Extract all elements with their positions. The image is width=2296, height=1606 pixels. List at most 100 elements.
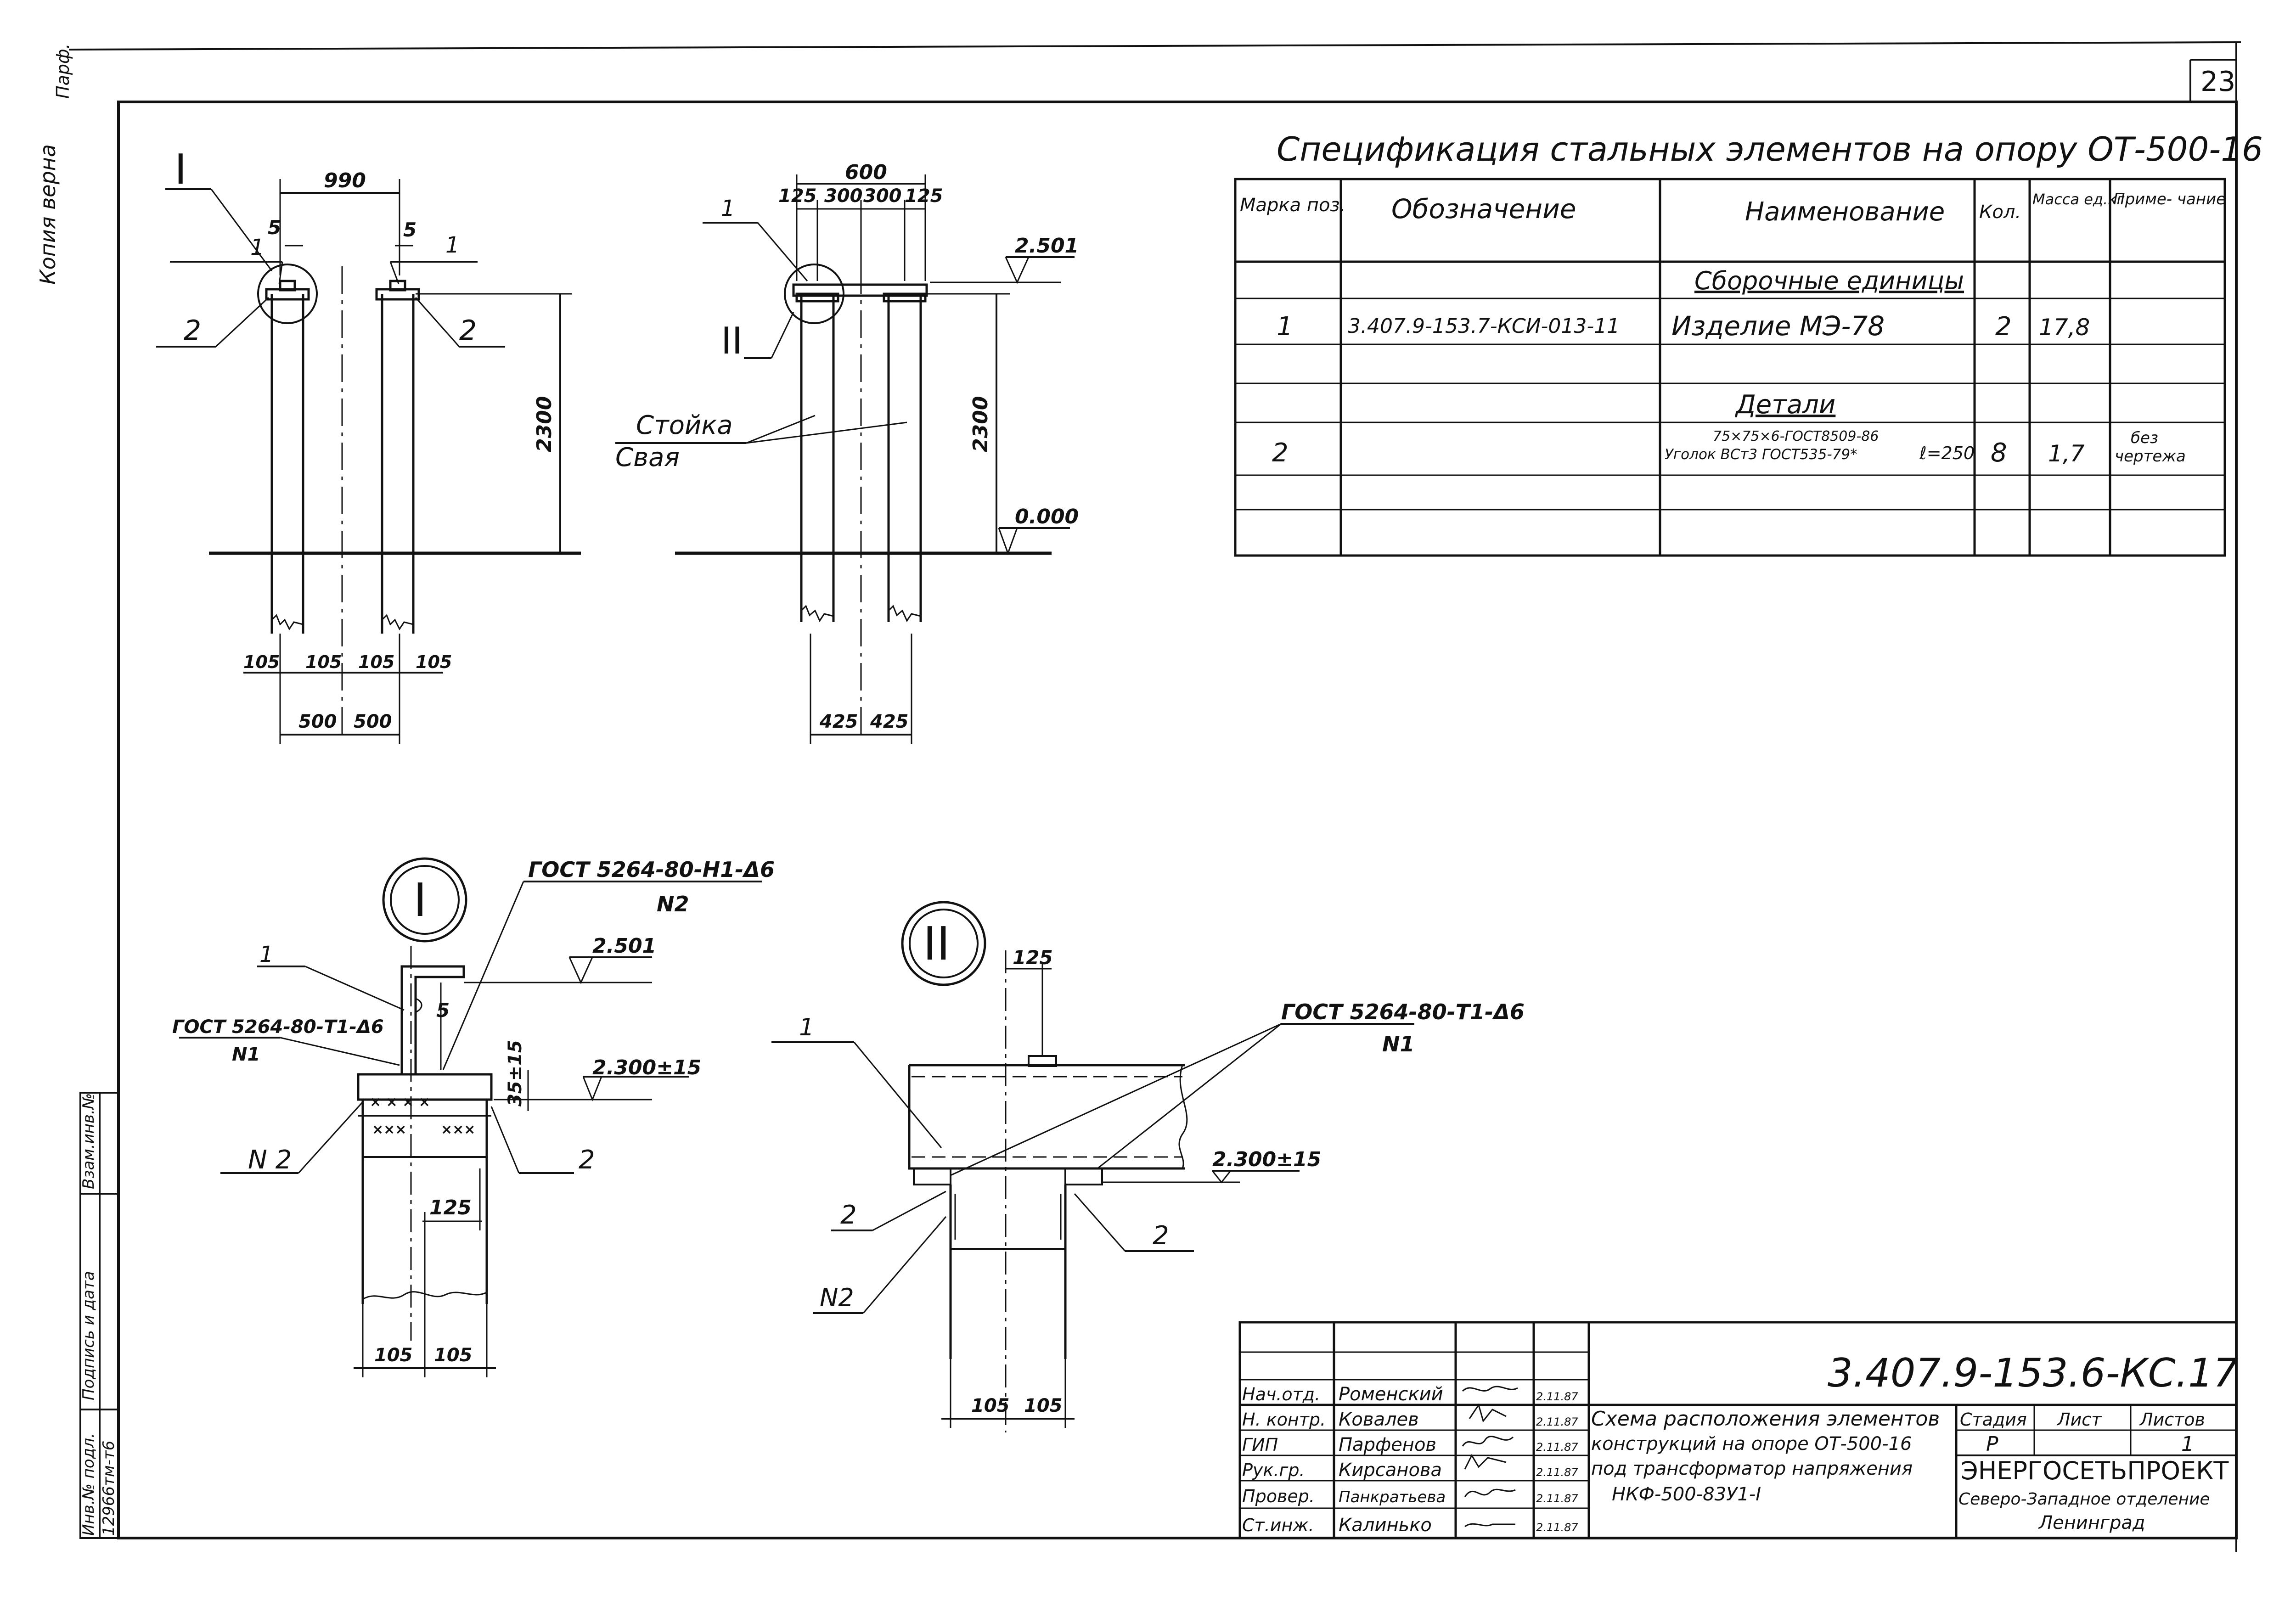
front-dim-105-c: 105 (358, 652, 394, 672)
inv-value: 12966тм-т6 (100, 1441, 118, 1536)
detail-II-pos2-left: 2 (840, 1200, 857, 1230)
tb-sheets: 1 (2181, 1432, 2194, 1456)
spec-header-designation: Обозначение (1391, 193, 1576, 225)
tb-signatures (1462, 1386, 1518, 1527)
front-dim-105-d: 105 (416, 652, 452, 672)
side-dim-600: 600 (845, 161, 887, 184)
spec-row1-qty: 2 (1995, 312, 2012, 342)
spec-row1-mark: 1 (1277, 312, 1293, 342)
sheet-frame (68, 41, 2241, 1552)
spec-row2-note-bottom: чертежа (2115, 447, 2186, 466)
detail-I-level-2300: 2.300±15 (592, 1056, 701, 1079)
tb-date-5: 2.11.87 (1536, 1521, 1578, 1534)
detail-II-weld-code: ГОСТ 5264-80-Т1-Δ6 (1281, 1000, 1525, 1024)
spec-row2-note-top: без (2131, 429, 2158, 447)
detail-II-dim-105-b: 105 (1024, 1395, 1063, 1416)
tb-org-branch: Северо-Западное отделение (1958, 1490, 2210, 1509)
tb-date-0: 2.11.87 (1536, 1390, 1578, 1403)
side-stamp-table (79, 1092, 119, 1539)
detail-I (179, 857, 762, 1377)
front-mark-I: I (174, 146, 187, 194)
detail-II (771, 901, 1414, 1432)
spec-section-assembly: Сборочные единицы (1694, 266, 1964, 295)
detail-I-pos1: 1 (259, 942, 274, 967)
detail-I-n2: N 2 (248, 1145, 292, 1175)
front-dim-500-b: 500 (354, 711, 392, 732)
tb-org-name: ЭНЕРГОСЕТЬПРОЕКТ (1961, 1456, 2229, 1485)
tb-date-1: 2.11.87 (1536, 1415, 1578, 1428)
tb-stage: Р (1986, 1432, 1998, 1456)
side-level-zero: 0.000 (1015, 505, 1079, 528)
detail-I-dim-105-a: 105 (374, 1345, 413, 1366)
detail-II-pos1: 1 (799, 1014, 814, 1041)
tb-date-2: 2.11.87 (1536, 1441, 1578, 1454)
front-pos2-right: 2 (459, 314, 477, 347)
front-pos2-left: 2 (184, 314, 201, 347)
front-dim-990: 990 (324, 169, 366, 192)
spec-title: Спецификация стальных элементов на опору… (1277, 130, 2263, 168)
side-label-post: Стойка (636, 410, 733, 440)
front-dim-5-left: 5 (268, 216, 281, 239)
front-dim-105-a: 105 (243, 652, 280, 672)
spec-header-note: Приме- чание (2113, 190, 2226, 208)
front-pos1-right: 1 (445, 232, 460, 258)
tb-role-4: Провер. (1242, 1486, 1315, 1506)
tb-desc-3: НКФ-500-83У1-I (1612, 1484, 1761, 1505)
spec-row1-designation: 3.407.9-153.7-КСИ-013-11 (1348, 314, 1620, 338)
front-pos1-left: 1 (250, 235, 264, 260)
spec-header-mark: Марка поз. (1240, 195, 1345, 216)
tb-name-2: Парфенов (1339, 1434, 1436, 1455)
spec-row2-mark: 2 (1272, 438, 1289, 468)
side-mark-II: II (721, 320, 743, 362)
signature-date-label: Подпись и дата (79, 1271, 98, 1400)
front-view (156, 179, 581, 744)
detail-I-weld-n1-code: ГОСТ 5264-80-Т1-Δ6 (172, 1016, 384, 1038)
side-dim-125-b: 125 (905, 185, 943, 207)
detail-I-dim-125: 125 (429, 1196, 472, 1219)
tb-desc-0: Схема расположения элементов (1591, 1407, 1940, 1431)
detail-II-n2: N2 (820, 1283, 854, 1312)
detail-II-mark: II (923, 917, 950, 971)
tb-sheet-label: Лист (2056, 1409, 2102, 1430)
svg-text:×××: ××× (372, 1122, 406, 1138)
detail-II-dim-105-a: 105 (971, 1395, 1010, 1416)
tb-name-3: Кирсанова (1339, 1460, 1442, 1481)
tb-role-1: Н. контр. (1242, 1409, 1326, 1430)
detail-II-level-2300: 2.300±15 (1212, 1148, 1321, 1171)
tb-role-5: Ст.инж. (1242, 1515, 1314, 1535)
tb-desc-2: под трансформатор напряжения (1591, 1458, 1913, 1479)
tb-role-2: ГИП (1242, 1435, 1278, 1455)
front-dim-105-b: 105 (305, 652, 342, 672)
side-pos1: 1 (721, 196, 735, 221)
spec-row2-qty: 8 (1991, 438, 2007, 468)
detail-II-weld-no: N1 (1382, 1032, 1415, 1056)
tb-name-5: Калинько (1339, 1515, 1432, 1536)
page-number: 23 (2200, 66, 2235, 98)
tb-role-3: Рук.гр. (1242, 1460, 1305, 1480)
side-dim-300-a: 300 (824, 185, 863, 207)
svg-text:×××: ××× (441, 1122, 475, 1138)
detail-I-weld-n2-code: ГОСТ 5264-80-Н1-Δ6 (528, 857, 775, 882)
title-block-grid (1238, 1321, 2238, 1539)
tb-name-1: Ковалев (1339, 1409, 1419, 1430)
detail-II-dim-125: 125 (1013, 946, 1053, 969)
tb-name-4: Панкратьева (1339, 1488, 1446, 1506)
detail-I-mark: I (413, 873, 427, 927)
copy-stamp: Копия верна (35, 144, 60, 285)
tb-stage-label: Стадия (1960, 1409, 2027, 1430)
detail-I-dim-35: 35±15 (505, 1040, 526, 1106)
side-dim-425-b: 425 (870, 711, 909, 732)
spec-header-mass: Масса ед.кг (2032, 191, 2125, 208)
detail-I-pos2: 2 (579, 1145, 595, 1175)
spec-header-qty: Кол. (1979, 202, 2021, 223)
front-dim-2300: 2300 (533, 396, 556, 452)
side-label-pile: Свая (615, 443, 680, 472)
side-dim-425-a: 425 (819, 711, 858, 732)
side-dim-2300: 2300 (969, 396, 992, 452)
inv-original-label: Инв.№ подл. (79, 1433, 98, 1536)
detail-I-weld-marks: × × × × ××× ××× (370, 1094, 475, 1138)
tb-sheets-label: Листов (2139, 1409, 2205, 1430)
detail-I-weld-n2-no: N2 (657, 892, 689, 916)
svg-text:× × × ×: × × × × (370, 1094, 430, 1110)
